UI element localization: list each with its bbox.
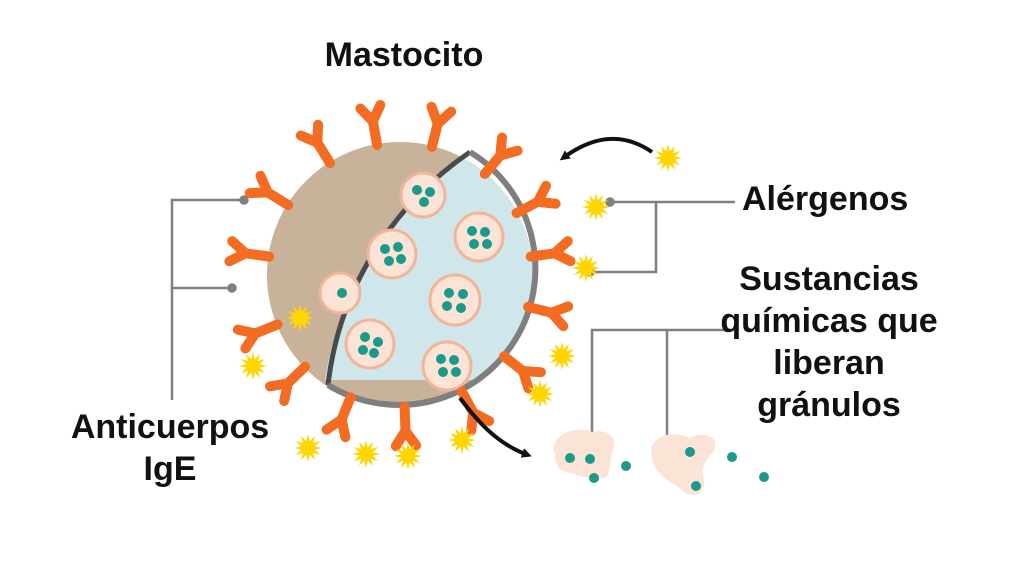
allergen-approach-arrow (559, 136, 654, 161)
allergen-star-icon (448, 426, 476, 454)
allergen-star-icon (394, 442, 422, 470)
antibody-y-icon (479, 132, 523, 179)
antibody-y-icon (499, 351, 546, 394)
antibody-y-icon (390, 401, 422, 452)
allergen-leader-lines (585, 197, 735, 277)
mast-cell (267, 142, 539, 408)
granule-leader-lines (587, 328, 735, 445)
released-granule (651, 434, 716, 495)
granule (344, 318, 396, 370)
allergen-star-icon (526, 380, 554, 408)
granule-chemicals-label: Sustancias químicas que liberan gránulos (720, 260, 938, 424)
ige-leader-lines (170, 195, 249, 400)
antibody-y-icon (232, 319, 283, 354)
ige-antibodies (224, 99, 576, 452)
released-chemicals (621, 452, 769, 482)
antibody-y-icon (224, 236, 275, 267)
antibody-y-icon (355, 99, 386, 151)
allergen-star-icon (294, 434, 322, 462)
allergens-label: Alérgenos (742, 180, 909, 218)
allergen-star-icon (654, 144, 682, 172)
antibody-y-icon (511, 180, 561, 219)
antibody-y-icon (321, 392, 356, 443)
allergen-star-icon (286, 304, 314, 332)
antibody-y-icon (523, 301, 574, 332)
antibody-y-icon (295, 119, 336, 169)
antibody-y-icon (244, 170, 294, 211)
allergen-star-icon (239, 352, 267, 380)
allergen-star-icon (548, 342, 576, 370)
granule (421, 340, 473, 392)
allergen-star-icon (572, 254, 600, 282)
granule (453, 211, 505, 263)
allergens (239, 144, 682, 470)
allergen-star-icon (582, 193, 610, 221)
granule-release-arrow (458, 396, 532, 458)
granule (318, 271, 362, 315)
antibody-y-icon (426, 101, 457, 152)
granule (366, 228, 418, 280)
ige-antibodies-label: Anticuerpos IgE (70, 408, 270, 488)
antibody-y-icon (525, 236, 576, 267)
diagram-title: Mastocito (324, 36, 484, 74)
granule (428, 273, 482, 327)
antibody-y-icon (265, 361, 311, 406)
cell-outer-edge (326, 149, 539, 408)
granule (399, 171, 447, 219)
cell-cytoplasm-cutaway (325, 142, 533, 380)
allergen-star-icon (352, 440, 380, 468)
released-granule (553, 429, 615, 483)
